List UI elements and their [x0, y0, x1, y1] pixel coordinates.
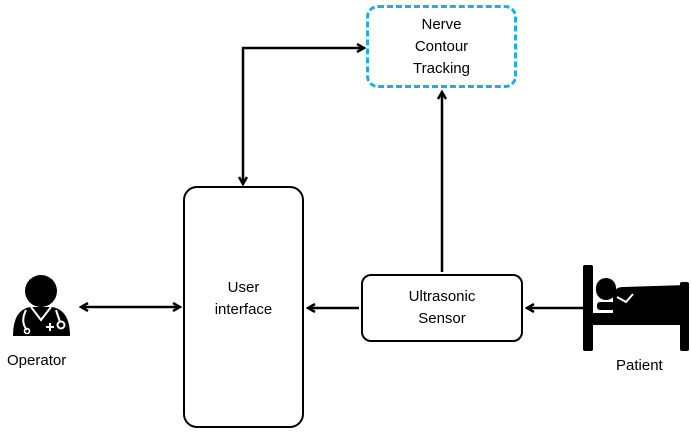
patient-label: Patient [616, 357, 663, 374]
user-interface-box: User interface [183, 186, 304, 428]
operator-label: Operator [7, 352, 67, 369]
nerve-tracking-line3: Tracking [413, 59, 470, 77]
doctor-icon [13, 275, 70, 336]
bed-patient-icon [583, 265, 689, 351]
user-interface-line2: interface [214, 301, 273, 318]
ultrasonic-sensor-box: Ultrasonic Sensor [361, 274, 523, 342]
nerve-tracking-line2: Contour [414, 37, 469, 55]
nerve-tracking-line1: Nerve [421, 15, 462, 33]
user-interface-line1: User [227, 279, 260, 296]
arrow-ui-to-nerve-tracking [243, 48, 364, 184]
nerve-contour-tracking-box: Nerve Contour Tracking [366, 5, 517, 88]
sensor-line2: Sensor [418, 310, 466, 327]
sensor-line1: Ultrasonic [408, 288, 476, 305]
